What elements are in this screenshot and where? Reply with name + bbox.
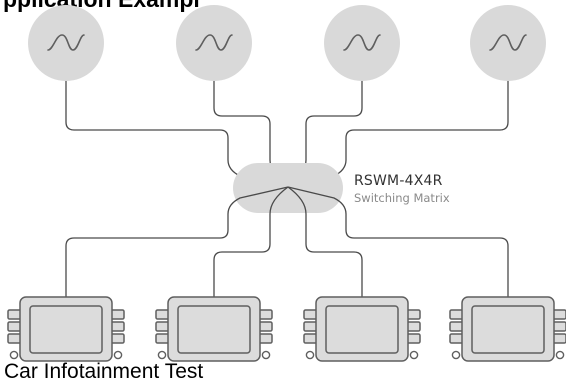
output-cables	[65, 186, 509, 297]
car-infotainment-unit-icon	[303, 296, 421, 362]
sine-wave-icon	[343, 34, 381, 51]
switching-matrix-body	[233, 163, 343, 213]
signal-source-3	[324, 5, 400, 81]
signal-source-1	[28, 5, 104, 81]
output-cable-2	[213, 186, 289, 297]
signal-source-4	[470, 5, 546, 81]
diagram-caption: Car Infotainment Test	[4, 360, 204, 383]
diagram-title-partial: pplication Exampl	[3, 0, 200, 11]
sine-wave-icon	[47, 34, 85, 51]
matrix-description-label: Switching Matrix	[354, 191, 450, 205]
output-cable-4	[287, 186, 509, 297]
sine-wave-icon	[489, 34, 527, 51]
sine-wave-icon	[195, 34, 233, 51]
output-cable-3	[287, 186, 363, 297]
matrix-model-label: RSWM-4X4R	[354, 173, 443, 189]
car-infotainment-unit-icon	[449, 296, 566, 362]
input-cable-1	[65, 80, 289, 188]
car-infotainment-unit-icon	[7, 296, 125, 362]
output-cable-1	[65, 186, 289, 297]
signal-source-2	[176, 5, 252, 81]
input-cable-4	[287, 80, 509, 188]
output-devices	[7, 296, 566, 362]
car-infotainment-unit-icon	[155, 296, 273, 362]
signal-sources	[28, 5, 546, 81]
switching-matrix	[233, 163, 343, 213]
